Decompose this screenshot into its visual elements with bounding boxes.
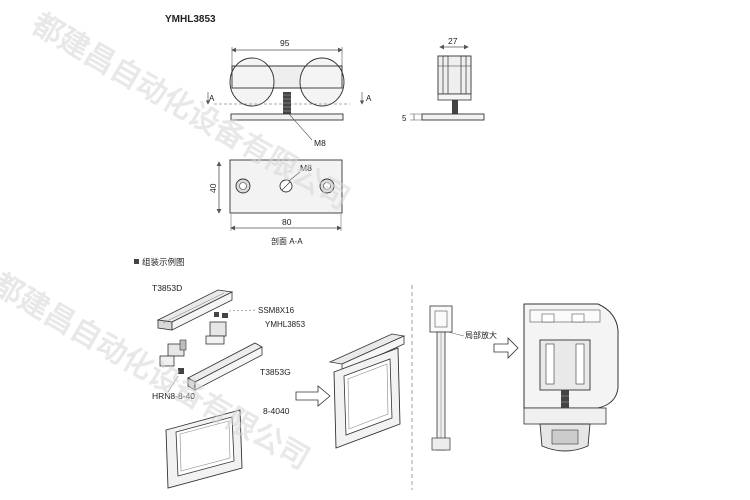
profile-section: 局部放大 bbox=[429, 305, 497, 451]
part-label-T3853D: T3853D bbox=[152, 283, 182, 293]
section-caption: 剖面 A-A bbox=[271, 236, 303, 246]
section-mark-right: A bbox=[366, 94, 372, 103]
top-view: 95 A A M8 bbox=[205, 38, 372, 148]
dim-40: 40 bbox=[208, 183, 218, 193]
screw-side bbox=[452, 94, 458, 114]
roller-unit-a bbox=[209, 321, 227, 337]
mounting-plate-top bbox=[230, 113, 344, 121]
wheel-right bbox=[299, 57, 345, 107]
assembled-view bbox=[328, 333, 406, 449]
dim-95: 95 bbox=[280, 38, 290, 48]
part-label-T3853G: T3853G bbox=[260, 367, 291, 377]
assemble-arrow-icon bbox=[295, 385, 331, 407]
part-label-roller: YMHL3853 bbox=[265, 320, 306, 329]
dim-5: 5 bbox=[402, 114, 407, 123]
part-label-screw: SSM8X16 bbox=[258, 306, 295, 315]
exploded-assembly: T3853D SSM8X16 YMHL3853 T3853G HRN8-8-40… bbox=[152, 283, 306, 489]
model-title: YMHL3853 bbox=[165, 14, 216, 25]
zoom-label: 局部放大 bbox=[465, 330, 497, 340]
part-label-nut: HRN8-8-40 bbox=[152, 391, 195, 401]
heading-bullet-icon bbox=[134, 259, 139, 264]
plate-view: 40 M8 80 剖面 A-A bbox=[208, 159, 343, 246]
assembly-heading: 组装示例图 bbox=[142, 257, 185, 267]
enlarged-detail bbox=[523, 303, 619, 452]
wheel-left bbox=[229, 57, 275, 107]
screw-label-top: M8 bbox=[314, 138, 326, 148]
part-label-frame: 8-4040 bbox=[263, 406, 290, 416]
section-mark-left: A bbox=[209, 94, 215, 103]
zoom-arrow-icon bbox=[493, 337, 519, 359]
side-view: 27 5 bbox=[402, 36, 485, 123]
dim-27: 27 bbox=[448, 36, 458, 46]
dim-80: 80 bbox=[282, 217, 292, 227]
thread-label: M8 bbox=[300, 163, 312, 173]
track-side bbox=[187, 342, 263, 383]
mounting-plate-side bbox=[421, 113, 485, 121]
watermark-top: 都建昌自动化设备有限公司 bbox=[25, 6, 355, 217]
